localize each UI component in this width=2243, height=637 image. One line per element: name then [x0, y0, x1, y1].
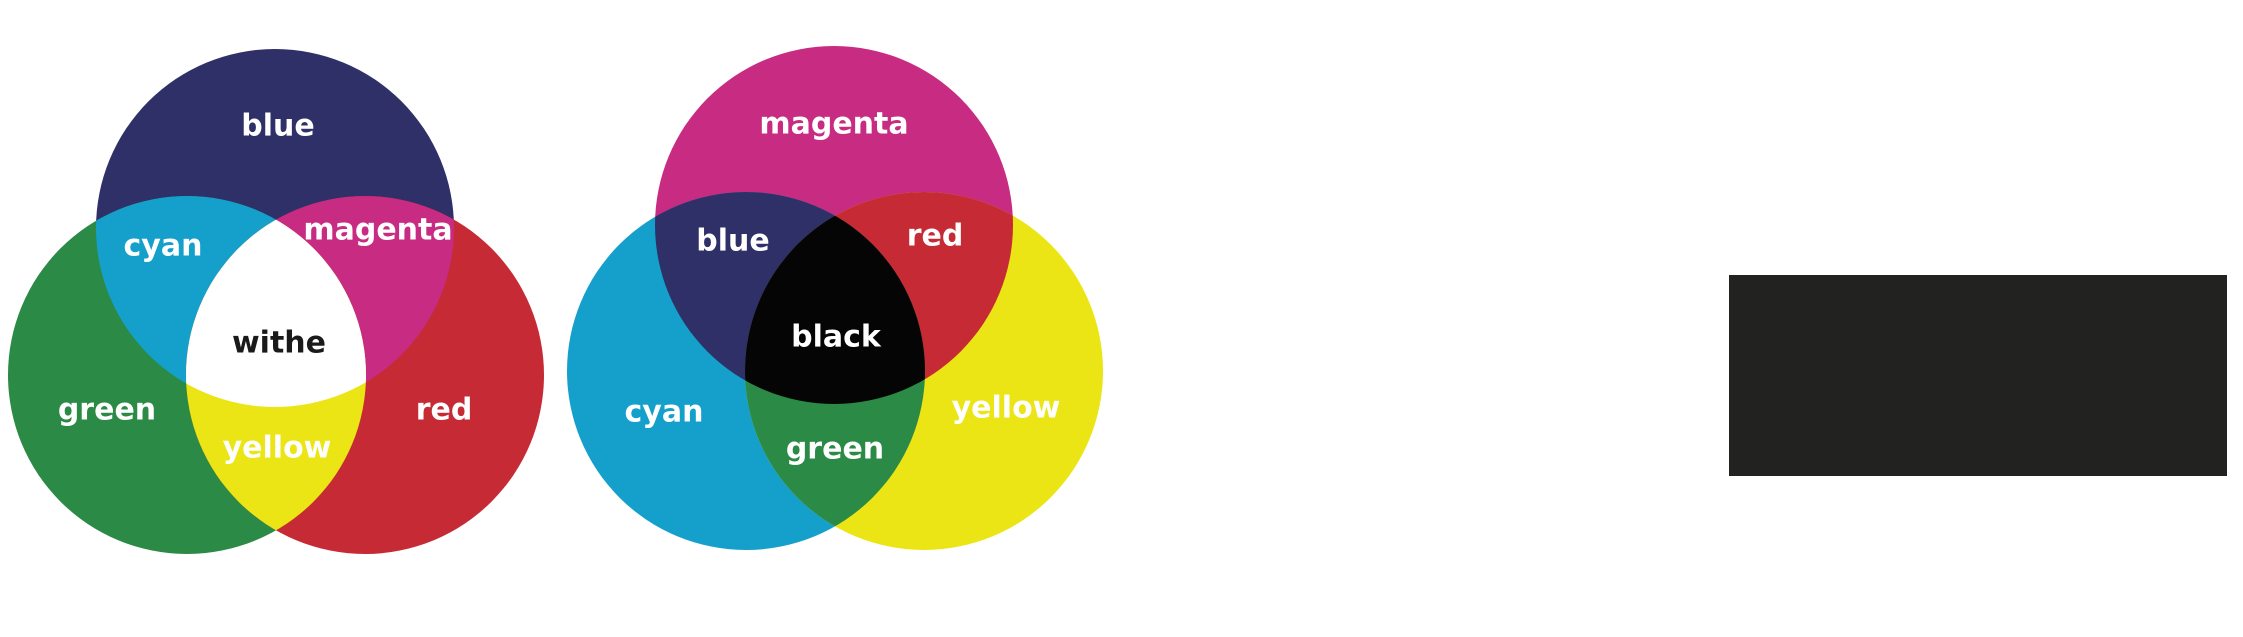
black-rectangle — [1729, 275, 2227, 476]
subtractive-label-bottom: green — [786, 432, 884, 467]
additive-label-top-right: magenta — [303, 213, 452, 248]
subtractive-label-top-right: red — [907, 219, 964, 254]
subtractive-label-top-left: blue — [696, 224, 769, 259]
subtractive-venn: magenta cyan yellow blue red green black — [567, 46, 1103, 550]
subtractive-label-right: yellow — [952, 391, 1061, 426]
subtractive-overlap-center — [745, 192, 925, 404]
additive-label-left: green — [58, 393, 156, 428]
additive-label-right: red — [416, 393, 473, 428]
additive-label-top-left: cyan — [124, 229, 203, 264]
subtractive-label-center: black — [791, 320, 882, 355]
additive-label-top: blue — [241, 109, 314, 144]
subtractive-label-top: magenta — [759, 107, 908, 142]
additive-label-center: withe — [232, 326, 326, 361]
subtractive-label-left: cyan — [625, 395, 704, 430]
additive-venn: blue green red cyan magenta yellow withe — [8, 49, 544, 554]
additive-overlap-center — [186, 196, 366, 407]
additive-label-bottom: yellow — [223, 431, 332, 466]
